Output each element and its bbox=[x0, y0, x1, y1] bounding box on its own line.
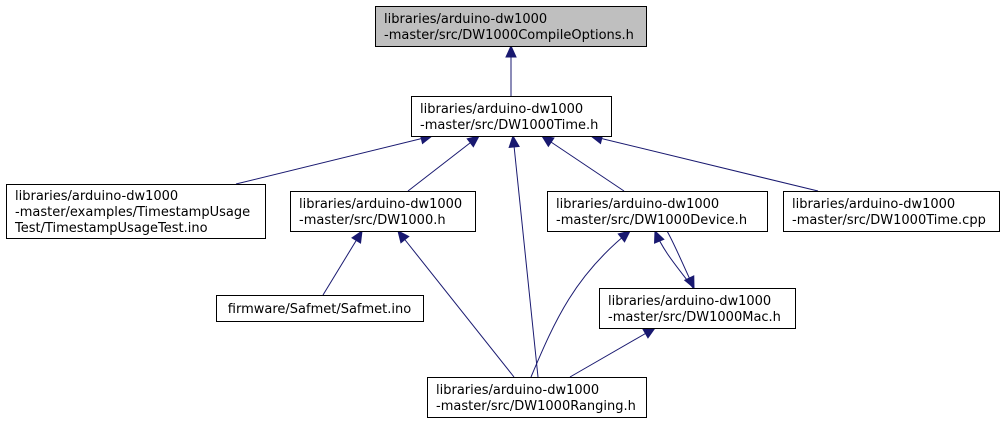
node-label-device_h-line-1: -master/src/DW1000Device.h bbox=[556, 213, 747, 228]
node-label-ranging_h-line-1: -master/src/DW1000Ranging.h bbox=[436, 399, 636, 414]
edge-time_cpp-to-time_h bbox=[590, 135, 819, 192]
node-label-dw1000_h-line-1: -master/src/DW1000.h bbox=[299, 213, 446, 228]
node-box-time_cpp[interactable] bbox=[783, 191, 1000, 232]
node-label-time_h-line-1: -master/src/DW1000Time.h bbox=[420, 118, 598, 133]
node-compileoptions[interactable]: libraries/arduino-dw1000-master/src/DW10… bbox=[375, 6, 647, 47]
node-label-timestamp_ino-line-0: libraries/arduino-dw1000 bbox=[15, 189, 178, 204]
node-time_h[interactable]: libraries/arduino-dw1000-master/src/DW10… bbox=[411, 96, 612, 137]
edge-ranging_h-to-device_h bbox=[530, 230, 631, 378]
edge-ranging_h-to-dw1000_h bbox=[397, 230, 515, 378]
node-mac_h[interactable]: libraries/arduino-dw1000-master/src/DW10… bbox=[599, 288, 796, 329]
node-label-mac_h-line-0: libraries/arduino-dw1000 bbox=[608, 294, 771, 309]
node-box-safmet_ino[interactable] bbox=[216, 295, 424, 322]
edge-ranging_h-to-time_h bbox=[512, 135, 539, 378]
node-box-compileoptions[interactable] bbox=[375, 6, 647, 47]
node-box-dw1000_h[interactable] bbox=[290, 191, 476, 232]
node-ranging_h[interactable]: libraries/arduino-dw1000-master/src/DW10… bbox=[427, 377, 647, 418]
node-box-timestamp_ino[interactable] bbox=[6, 184, 266, 239]
node-label-safmet_ino-line-0: firmware/Safmet/Safmet.ino bbox=[228, 302, 411, 317]
node-label-timestamp_ino-line-2: Test/TimestampUsageTest.ino bbox=[14, 221, 208, 236]
arrowhead-ranging_h-to-device_h bbox=[617, 230, 631, 243]
arrowhead-mac_h-to-device_h bbox=[654, 229, 665, 244]
node-label-time_h-line-0: libraries/arduino-dw1000 bbox=[420, 102, 583, 117]
node-safmet_ino[interactable]: firmware/Safmet/Safmet.ino bbox=[216, 295, 424, 322]
node-label-device_h-line-0: libraries/arduino-dw1000 bbox=[556, 197, 719, 212]
arrowhead-dw1000_h-to-time_h bbox=[466, 135, 480, 148]
node-box-ranging_h[interactable] bbox=[427, 377, 647, 418]
edge-dw1000_h-to-time_h bbox=[407, 135, 480, 192]
nodes-layer: libraries/arduino-dw1000-master/src/DW10… bbox=[6, 6, 1000, 418]
node-label-compileoptions-line-1: -master/src/DW1000CompileOptions.h bbox=[384, 28, 634, 43]
node-box-device_h[interactable] bbox=[547, 191, 768, 232]
edge-ranging_h-to-mac_h bbox=[569, 327, 656, 378]
arrowhead-ranging_h-to-dw1000_h bbox=[397, 230, 410, 244]
node-label-ranging_h-line-0: libraries/arduino-dw1000 bbox=[436, 383, 599, 398]
arrowhead-device_h-to-time_h bbox=[540, 135, 555, 148]
edge-safmet_ino-to-dw1000_h bbox=[322, 230, 363, 296]
arrowhead-safmet_ino-to-dw1000_h bbox=[351, 229, 363, 244]
node-label-mac_h-line-1: -master/src/DW1000Mac.h bbox=[608, 310, 781, 325]
arrowhead-device_h-to-mac_h bbox=[683, 275, 695, 290]
node-label-dw1000_h-line-0: libraries/arduino-dw1000 bbox=[299, 197, 462, 212]
edge-timestamp_ino-to-time_h bbox=[235, 135, 433, 185]
node-box-mac_h[interactable] bbox=[599, 288, 796, 329]
arrowhead-ranging_h-to-mac_h bbox=[642, 327, 657, 339]
edges-layer bbox=[235, 44, 819, 378]
node-dw1000_h[interactable]: libraries/arduino-dw1000-master/src/DW10… bbox=[290, 191, 476, 232]
node-timestamp_ino[interactable]: libraries/arduino-dw1000-master/examples… bbox=[6, 184, 266, 239]
node-label-time_cpp-line-1: -master/src/DW1000Time.cpp bbox=[792, 213, 986, 228]
arrowhead-ranging_h-to-time_h bbox=[508, 134, 520, 149]
node-label-time_cpp-line-0: libraries/arduino-dw1000 bbox=[792, 197, 955, 212]
node-time_cpp[interactable]: libraries/arduino-dw1000-master/src/DW10… bbox=[783, 191, 1000, 232]
arrowhead-time_h-to-compileoptions bbox=[505, 44, 517, 58]
node-label-timestamp_ino-line-1: -master/examples/TimestampUsage bbox=[15, 205, 250, 220]
node-label-compileoptions-line-0: libraries/arduino-dw1000 bbox=[384, 12, 547, 27]
edge-device_h-to-time_h bbox=[541, 135, 625, 192]
node-box-time_h[interactable] bbox=[411, 96, 612, 137]
node-device_h[interactable]: libraries/arduino-dw1000-master/src/DW10… bbox=[547, 191, 768, 232]
